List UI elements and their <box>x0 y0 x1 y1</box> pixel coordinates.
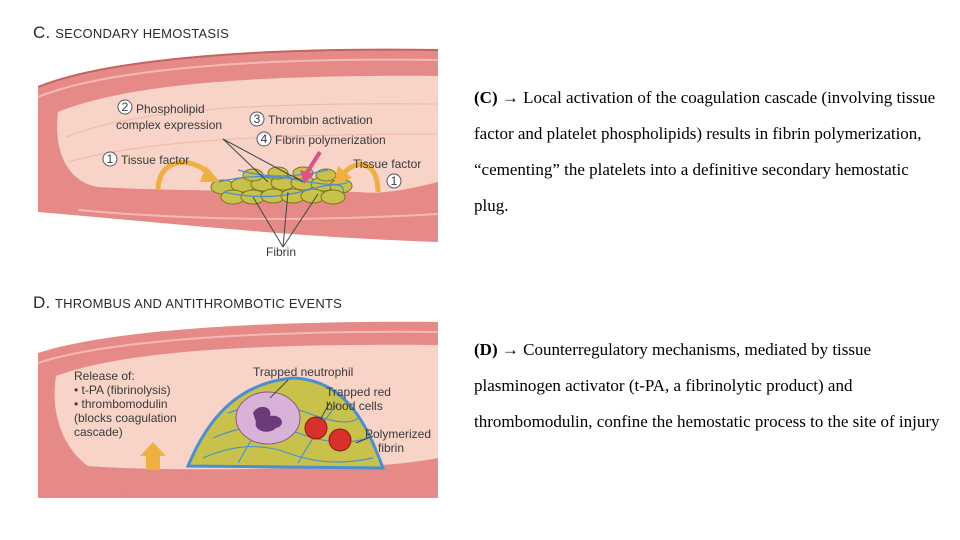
label-thrombin-activation: Thrombin activation <box>268 113 373 127</box>
label-fibrin-polymerization: Fibrin polymerization <box>275 133 386 147</box>
description-d-text: Counterregulatory mechanisms, mediated b… <box>474 340 940 431</box>
panel-d-title: D. THROMBUS AND ANTITHROMBOTIC EVENTS <box>33 293 342 313</box>
panel-c-title: C. SECONDARY HEMOSTASIS <box>33 23 229 43</box>
badge-3: 3 <box>254 112 261 126</box>
panel-c-letter: C. <box>33 23 51 42</box>
label-trapped-red: Trapped red <box>326 385 391 399</box>
label-trapped-neutrophil: Trapped neutrophil <box>253 365 353 379</box>
label-release-of: Release of: <box>74 369 135 383</box>
label-tissue-factor-left: Tissue factor <box>121 153 189 167</box>
label-thrombomodulin: • thrombomodulin <box>74 397 168 411</box>
panel-d-illustration: Release of: • t-PA (fibrinolysis) • thro… <box>38 318 438 498</box>
secondary-hemostasis-diagram: 2 3 4 1 1 Phospholipid complex expressio… <box>38 48 438 259</box>
label-fibrin-d: fibrin <box>378 441 404 455</box>
badge-4: 4 <box>261 132 268 146</box>
label-blood-cells: blood cells <box>326 399 383 413</box>
step-badges: 2 3 4 1 1 <box>102 99 402 189</box>
badge-2: 2 <box>122 100 129 114</box>
panel-c-title-text: SECONDARY HEMOSTASIS <box>55 26 229 41</box>
red-blood-cell <box>304 416 328 440</box>
label-fibrin: Fibrin <box>266 245 296 259</box>
arrow-right-icon <box>341 161 381 193</box>
label-phospholipid: Phospholipid <box>136 102 205 116</box>
description-c-tag: (C) <box>474 88 498 107</box>
panel-c-illustration: 2 3 4 1 1 Phospholipid complex expressio… <box>38 42 438 262</box>
fibrin-strands <box>217 169 349 198</box>
description-c-text: Local activation of the coagulation casc… <box>474 88 936 215</box>
badge-1-left: 1 <box>107 152 114 166</box>
description-c: (C) → Local activation of the coagulatio… <box>474 80 944 224</box>
panel-d-letter: D. <box>33 293 51 312</box>
label-tpa: • t-PA (fibrinolysis) <box>74 383 171 397</box>
arrow-right-icon: → <box>501 88 519 107</box>
vessel-lumen <box>57 75 438 193</box>
red-blood-cell <box>328 428 352 452</box>
label-tissue-factor-right: Tissue factor <box>353 157 421 171</box>
arrow-right-icon: → <box>501 340 519 359</box>
label-cascade: cascade) <box>74 425 123 439</box>
arrow-left-icon <box>155 159 212 191</box>
label-polymerized: Polymerized <box>365 427 431 441</box>
badge-1-right: 1 <box>391 174 398 188</box>
panel-d-title-text: THROMBUS AND ANTITHROMBOTIC EVENTS <box>54 296 343 311</box>
description-d: (D) → Counterregulatory mechanisms, medi… <box>474 332 944 440</box>
thrombus-diagram: Release of: • t-PA (fibrinolysis) • thro… <box>38 321 438 498</box>
upward-arrow-icon <box>140 442 166 470</box>
label-complex-expression: complex expression <box>116 118 222 132</box>
pink-arrow-icon <box>304 150 322 176</box>
description-d-tag: (D) <box>474 340 498 359</box>
label-blocks-coagulation: (blocks coagulation <box>74 411 177 425</box>
